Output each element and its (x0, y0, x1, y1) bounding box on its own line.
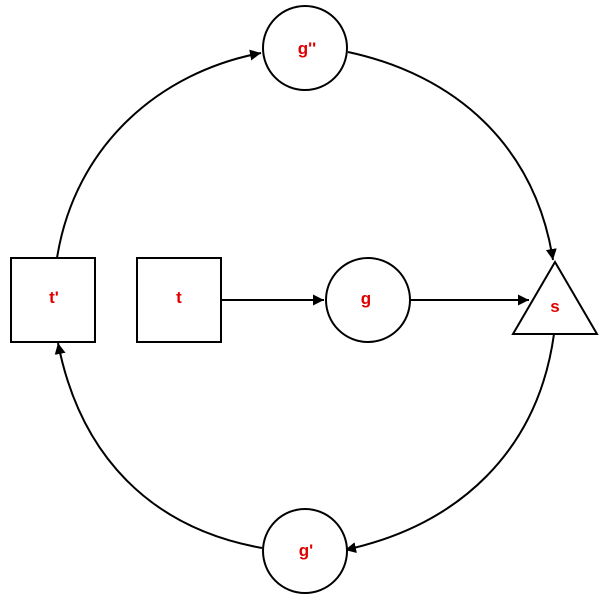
node-g-double-prime: g'' (262, 5, 348, 91)
node-label: g (361, 289, 371, 308)
edge-g-double-prime-to-s (347, 51, 557, 261)
node-label: t (176, 288, 182, 307)
node-g: g (325, 257, 411, 343)
node-shape-square (136, 257, 222, 343)
node-shape-circle (325, 257, 411, 343)
node-t-prime: t' (10, 257, 96, 343)
edges (54, 49, 557, 554)
edge-g-prime-to-t-prime (54, 342, 263, 549)
node-label: s (550, 297, 559, 316)
node-shape-circle (262, 508, 348, 594)
edge-t-prime-to-g-double-prime (56, 49, 262, 259)
node-s: s (511, 260, 599, 335)
node-shape-triangle (511, 260, 599, 335)
node-g-prime: g' (262, 508, 348, 594)
node-label: t' (49, 288, 59, 307)
node-shape-square (10, 257, 96, 343)
node-label: g'' (298, 39, 316, 58)
edge-s-to-g-prime (344, 333, 555, 554)
node-shape-circle (262, 5, 348, 91)
node-t: t (136, 257, 222, 343)
node-label: g' (299, 541, 313, 560)
